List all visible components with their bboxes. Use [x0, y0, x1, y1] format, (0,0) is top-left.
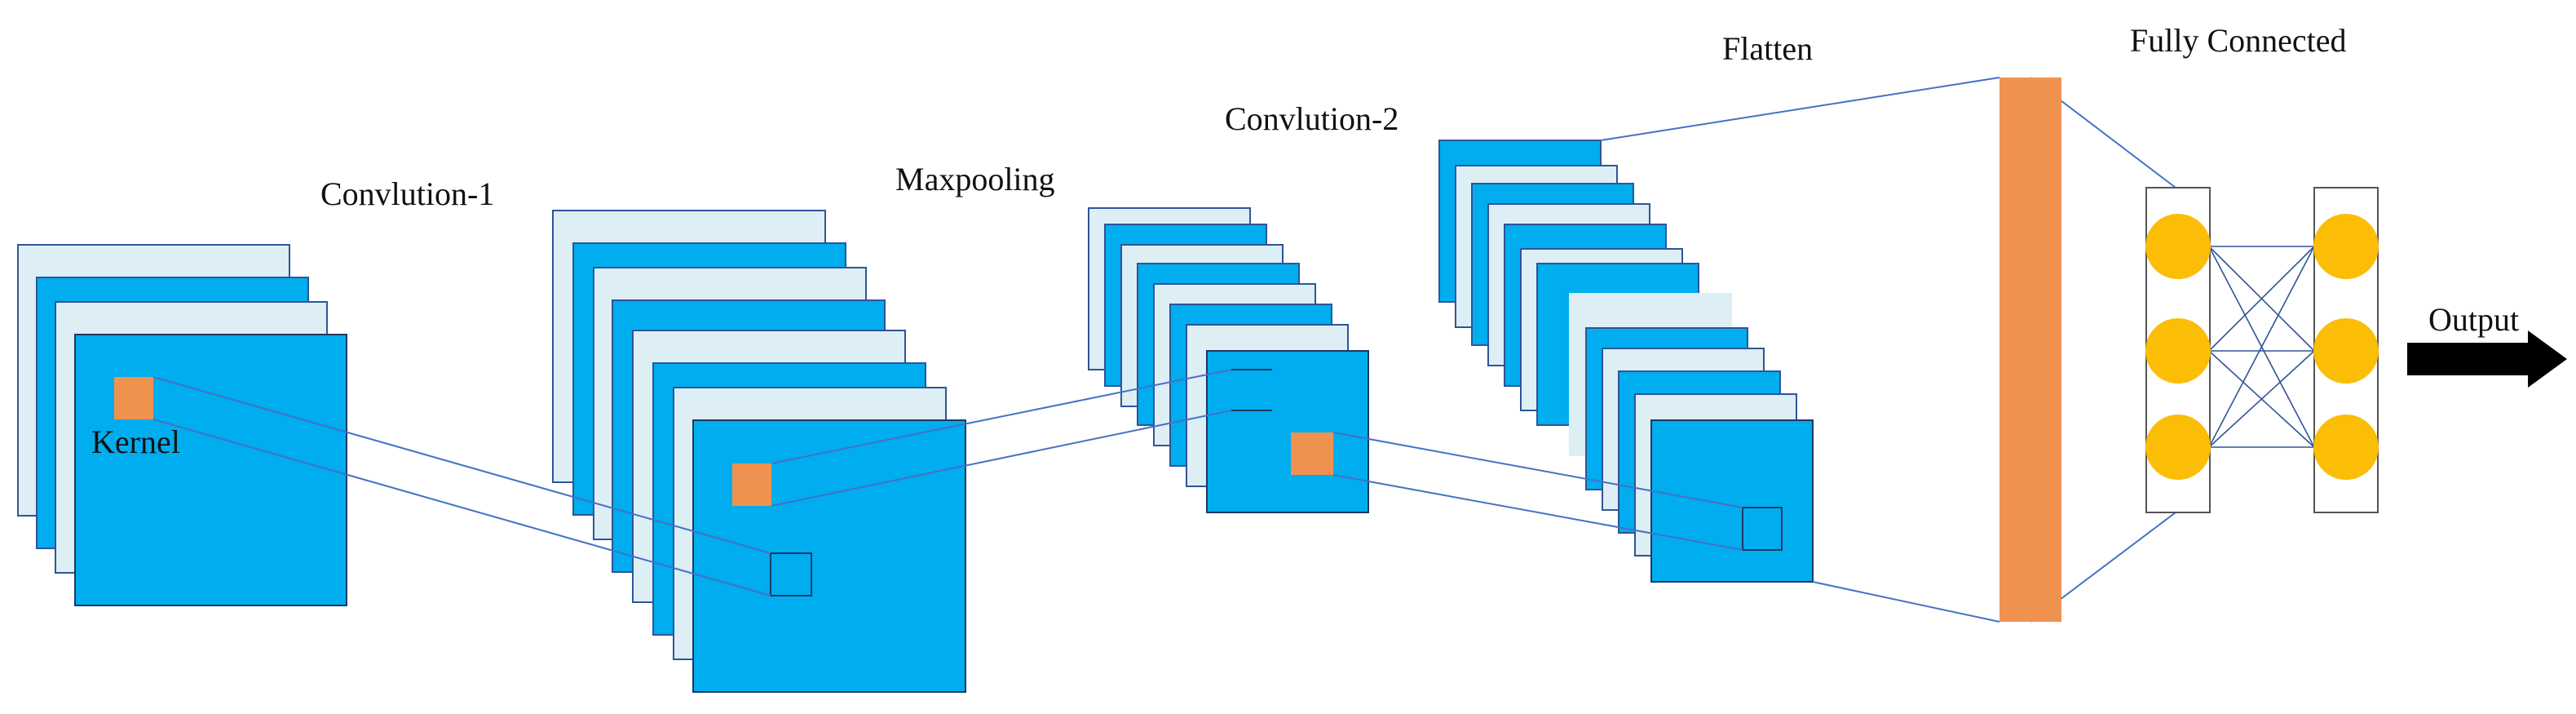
conv2-map-front [1650, 419, 1814, 583]
neuron [2145, 415, 2211, 480]
fc-connection [2208, 246, 2315, 352]
flatten-label: Flatten [1722, 30, 1814, 67]
fc-connection [2208, 350, 2315, 448]
conv2-label: Convlution-2 [1225, 100, 1399, 137]
fc-connection [2208, 246, 2315, 448]
output-label: Output [2428, 301, 2520, 338]
neuron [2145, 214, 2211, 279]
kernel-patch [114, 377, 153, 419]
neuron [2313, 214, 2379, 279]
connector-line [1600, 77, 2000, 141]
connector-lines [152, 77, 2176, 623]
pool-map-front [1206, 350, 1369, 513]
input-map-front [74, 334, 347, 606]
conv1-map-front [692, 419, 966, 693]
maxpool-feature-stack [1088, 207, 1369, 513]
neuron [2313, 318, 2379, 384]
kernel-label: Kernel [91, 424, 180, 460]
connector-line [152, 419, 771, 596]
fc-connections [2208, 246, 2315, 448]
maxpool-label: Maxpooling [895, 161, 1055, 197]
fully-connected-label: Fully Connected [2130, 22, 2347, 59]
conv1-pool-patch [732, 463, 771, 506]
connector-line [771, 410, 1232, 507]
conv1-receptive-box [770, 552, 812, 596]
conv1-feature-stack [552, 210, 966, 693]
connector-line [1812, 581, 2000, 623]
input-feature-stack [17, 244, 347, 606]
neuron [2145, 318, 2211, 384]
conv2-feature-stack [1438, 140, 1814, 583]
connector-line [152, 376, 771, 554]
flatten-bar [1999, 78, 2061, 622]
connector-line [771, 369, 1232, 464]
conv2-receptive-box [1742, 507, 1783, 551]
fully-connected-layers [2145, 187, 2379, 513]
neuron [2313, 415, 2379, 480]
connector-line [1332, 432, 1743, 508]
conv1-label: Convlution-1 [320, 175, 495, 212]
pool-patch [1291, 432, 1333, 475]
output-arrow-icon [2407, 330, 2567, 388]
connector-line [1332, 474, 1743, 551]
